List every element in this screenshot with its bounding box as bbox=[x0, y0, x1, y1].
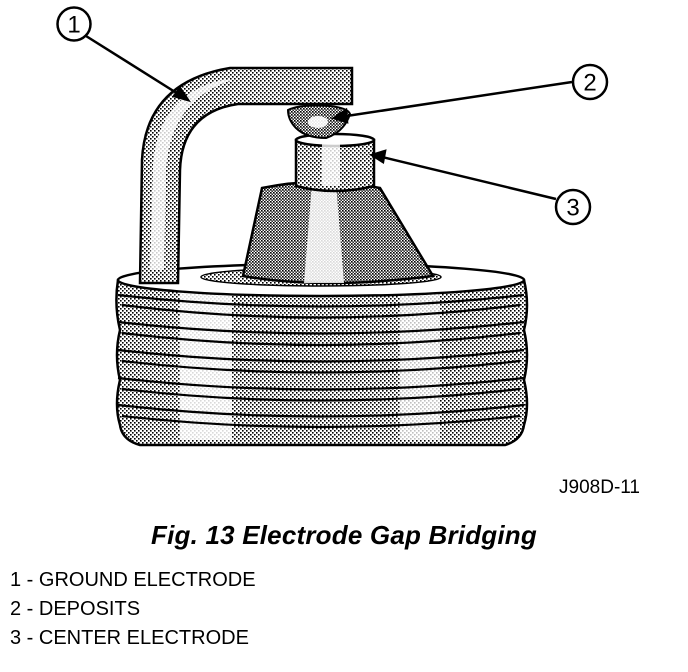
legend-item-ground-electrode: 1 - GROUND ELECTRODE bbox=[10, 569, 256, 591]
deposits bbox=[286, 104, 352, 140]
legend-item-center-electrode: 3 - CENTER ELECTRODE bbox=[10, 627, 249, 649]
insulator bbox=[241, 180, 436, 285]
callout-2: 2 bbox=[571, 63, 609, 101]
legend-item-deposits: 2 - DEPOSITS bbox=[10, 598, 141, 620]
ground-electrode bbox=[138, 66, 354, 285]
svg-text:1: 1 bbox=[67, 12, 80, 39]
threaded-shell bbox=[115, 262, 529, 447]
svg-text:3: 3 bbox=[566, 195, 579, 222]
leader-lines bbox=[85, 34, 573, 201]
legend: 1 - GROUND ELECTRODE 2 - DEPOSITS 3 - CE… bbox=[10, 566, 256, 653]
callout-1: 1 bbox=[56, 6, 92, 42]
svg-text:2: 2 bbox=[583, 70, 596, 97]
figure-caption: Fig. 13 Electrode Gap Bridging bbox=[151, 520, 537, 550]
figure-code: J908D-11 bbox=[559, 477, 640, 498]
callout-3: 3 bbox=[554, 188, 592, 226]
center-electrode bbox=[294, 132, 376, 193]
